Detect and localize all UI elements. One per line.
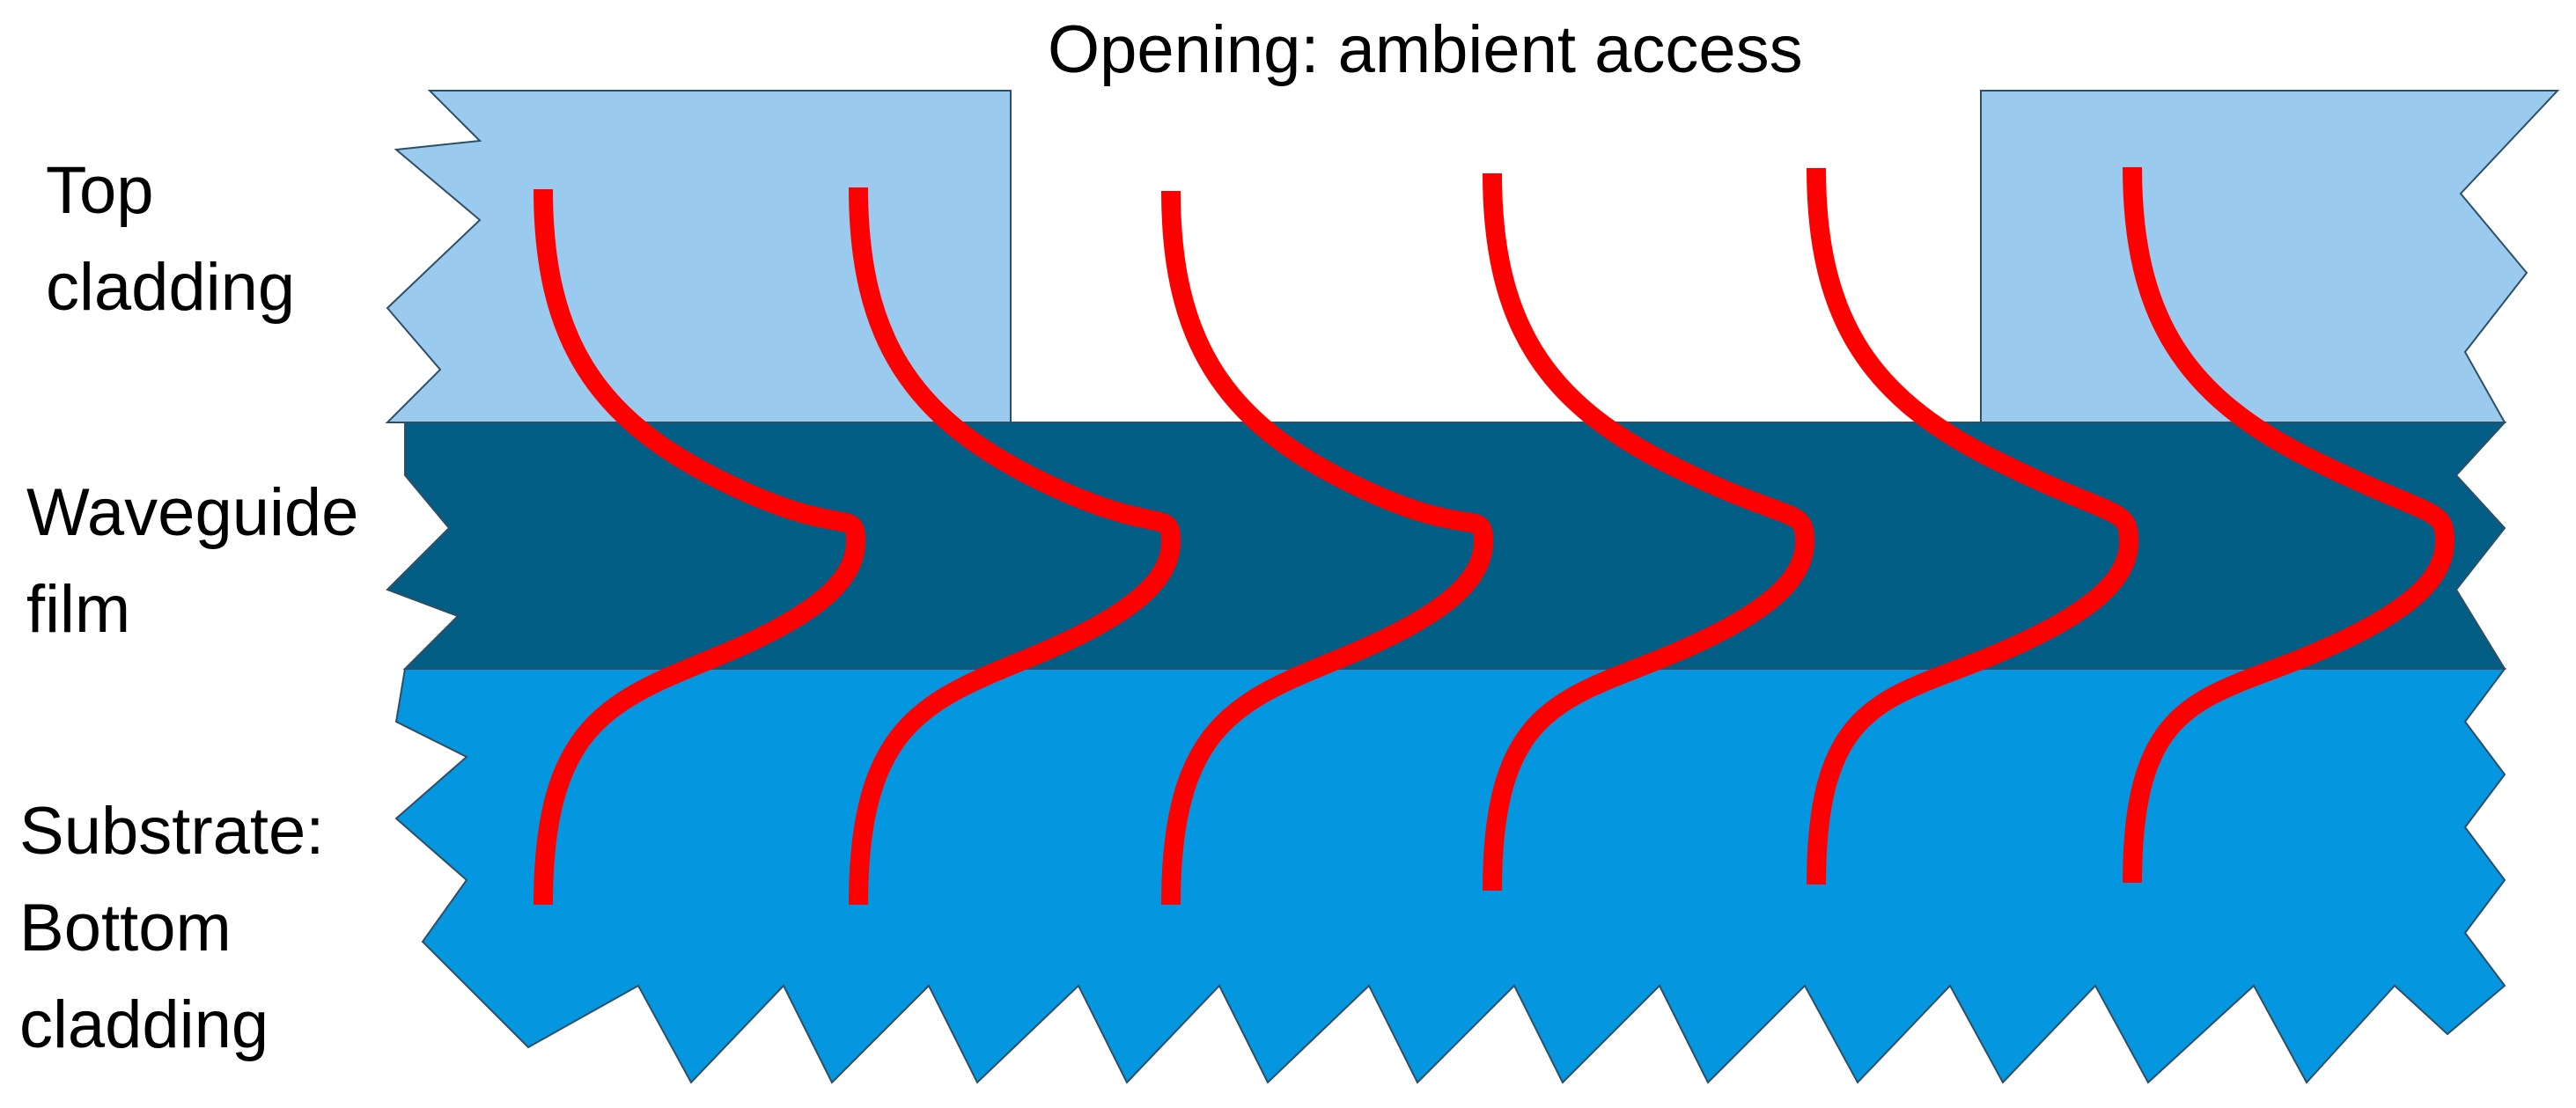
- substrate-label-line-2: Bottom: [19, 891, 232, 965]
- waveguide-film-label-line-2: film: [26, 572, 131, 647]
- top-cladding-label-line-2: cladding: [46, 250, 296, 325]
- substrate-label: Substrate: Bottom cladding: [19, 783, 324, 1074]
- mode-profile-curve: [534, 188, 866, 906]
- waveguide-film-layer: [386, 422, 2507, 670]
- waveguide-film-label: Waveguide film: [26, 465, 358, 658]
- top-cladding-left: [385, 90, 1012, 423]
- mode-profile-curve: [1483, 172, 1815, 892]
- top-cladding-right: [1980, 90, 2560, 423]
- top-cladding-label: Top cladding: [46, 143, 295, 336]
- mode-profile-curve: [849, 187, 1181, 906]
- mode-profile-curve: [1161, 190, 1494, 906]
- waveguide-film-label-line-1: Waveguide: [26, 475, 359, 550]
- substrate-layer: [394, 668, 2506, 1084]
- opening-label: Opening: ambient access: [1048, 12, 1803, 87]
- mode-profiles: [534, 166, 2455, 906]
- mode-profile-curve: [2123, 166, 2455, 884]
- substrate-label-line-3: cladding: [19, 987, 269, 1062]
- mode-profile-curve: [1807, 167, 2139, 885]
- top-cladding-label-line-1: Top: [46, 153, 154, 228]
- substrate-label-line-1: Substrate:: [19, 794, 325, 869]
